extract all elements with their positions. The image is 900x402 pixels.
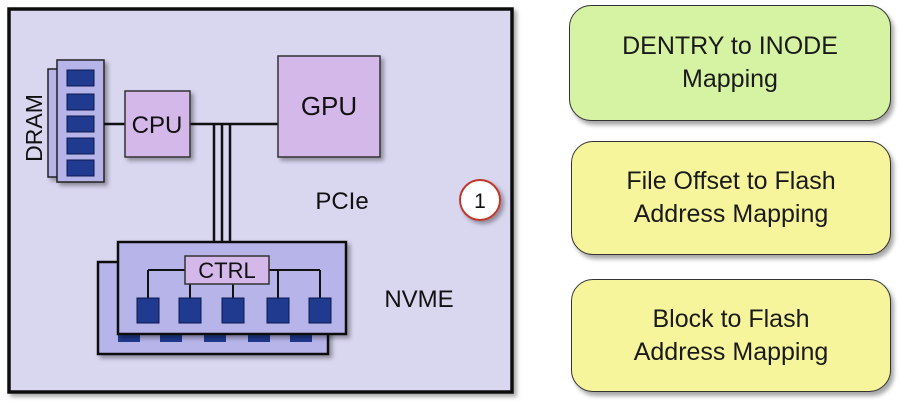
flash-chip bbox=[266, 297, 290, 324]
nvme-device bbox=[96, 240, 348, 356]
gpu-label: GPU bbox=[301, 91, 357, 121]
cpu-box bbox=[124, 90, 191, 158]
marker-number: 1 bbox=[474, 190, 486, 213]
mapping-line2: Address Mapping bbox=[633, 337, 829, 366]
dram-chip bbox=[66, 159, 95, 177]
mapping-box-dentry-inode: DENTRY to INODE Mapping bbox=[569, 5, 891, 121]
ctrl-box bbox=[184, 255, 270, 285]
mapping-box-file-offset: File Offset to Flash Address Mapping bbox=[571, 141, 891, 255]
mapping-line1: Block to Flash bbox=[652, 304, 810, 333]
gpu-box bbox=[277, 55, 381, 158]
mapping-line2: Mapping bbox=[682, 65, 778, 93]
ctrl-label: CTRL bbox=[198, 258, 255, 283]
dram-chip bbox=[66, 137, 95, 155]
marker-circle bbox=[459, 179, 501, 221]
dram-chip bbox=[66, 69, 95, 87]
bus-lines bbox=[104, 122, 278, 242]
mapping-line1: File Offset to Flash bbox=[626, 167, 836, 195]
dram-chip bbox=[66, 115, 95, 133]
flash-chip bbox=[178, 297, 202, 324]
mapping-box-block-flash: Block to Flash Address Mapping bbox=[571, 279, 891, 392]
pcie-label: PCIe bbox=[315, 188, 368, 215]
mapping-line1: DENTRY to INODE bbox=[622, 32, 838, 60]
cpu-label: CPU bbox=[132, 112, 183, 139]
dram-modules bbox=[47, 59, 105, 183]
mapping-line2: Address Mapping bbox=[633, 200, 829, 228]
dram-chip bbox=[66, 93, 95, 111]
flash-chip bbox=[221, 297, 245, 324]
flash-chip bbox=[136, 297, 160, 324]
flash-chip bbox=[308, 297, 332, 324]
dram-label: DRAM bbox=[21, 94, 47, 162]
nvme-label: NVME bbox=[384, 286, 453, 313]
